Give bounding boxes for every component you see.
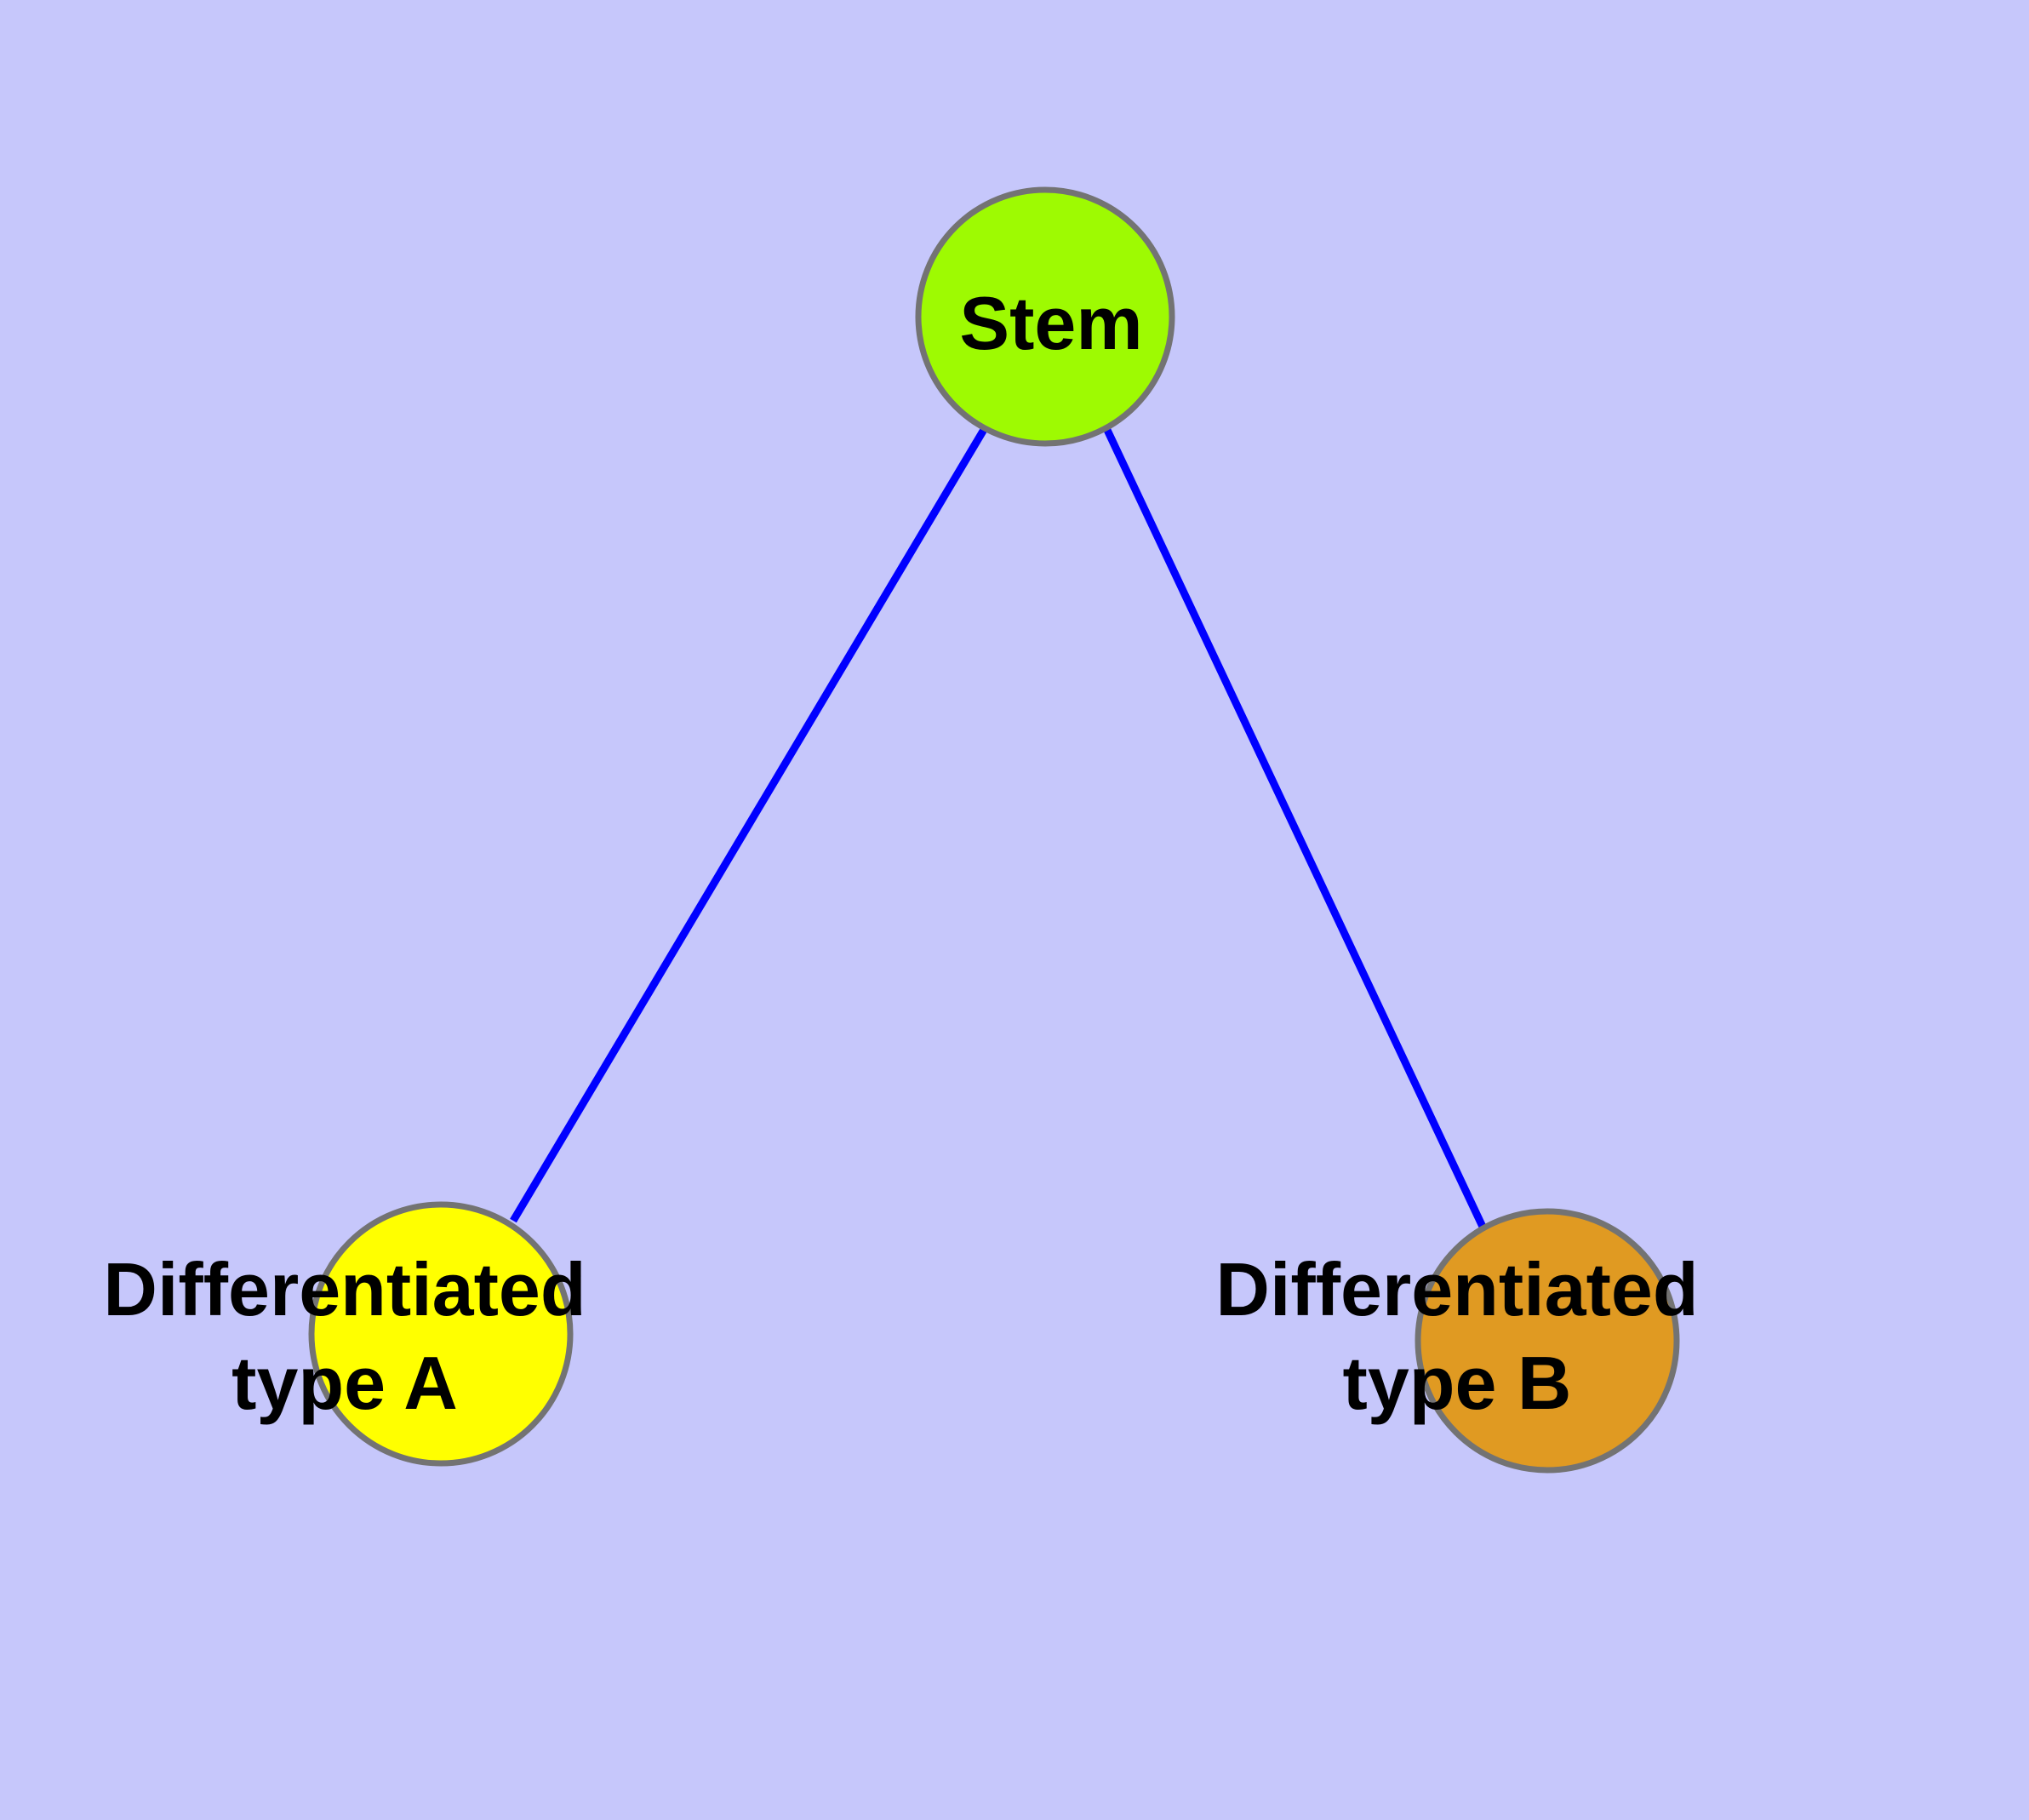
edge-layer	[510, 426, 1487, 1228]
node-stem-label: Stem	[959, 281, 1142, 365]
edge-stem-to-differentiated-type-a[interactable]	[510, 426, 988, 1223]
node-differentiated-type-a-circle[interactable]	[308, 1201, 574, 1467]
node-differentiated-type-b[interactable]	[1415, 1208, 1680, 1474]
node-stem[interactable]	[915, 186, 1175, 447]
node-differentiated-type-a-label: Differentiated type A	[103, 1247, 586, 1425]
label-line: type B	[1343, 1341, 1572, 1425]
label-layer: Stem Differentiated type A Differentiated…	[103, 281, 1698, 1425]
label-line: Differentiated	[103, 1247, 586, 1331]
label-line: type A	[231, 1341, 458, 1425]
node-differentiated-type-b-circle[interactable]	[1415, 1208, 1680, 1474]
edge-stem-to-differentiated-type-b[interactable]	[1102, 426, 1487, 1228]
label-line: Stem	[959, 281, 1142, 365]
node-differentiated-type-a[interactable]	[308, 1201, 574, 1467]
label-line: Differentiated	[1215, 1247, 1698, 1331]
node-stem-circle[interactable]	[915, 186, 1175, 447]
node-differentiated-type-b-label: Differentiated type B	[1215, 1247, 1698, 1425]
node-layer	[308, 186, 1680, 1474]
